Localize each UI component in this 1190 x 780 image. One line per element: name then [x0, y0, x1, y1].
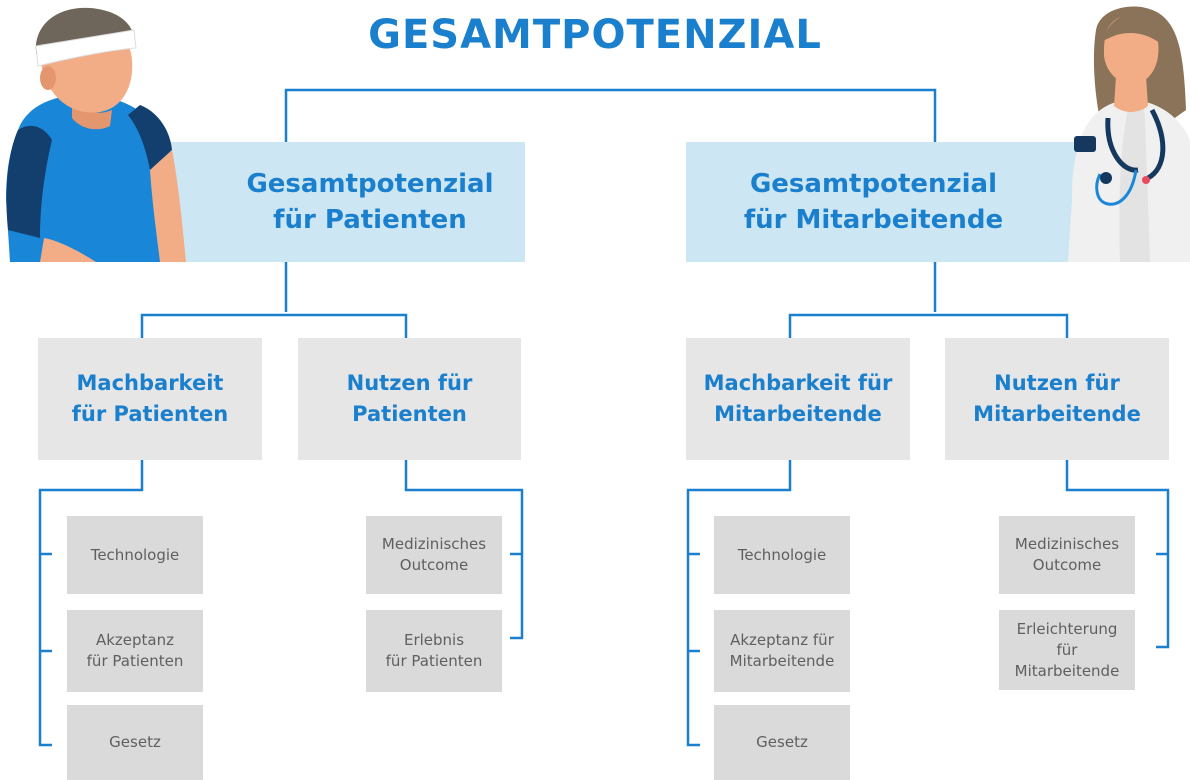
staff-branch [788, 313, 1069, 338]
patient-illustration-icon [6, 7, 186, 262]
staff-benefit-item: Medizinisches Outcome [999, 516, 1135, 594]
staff-feasibility-box: Machbarkeit für Mitarbeitende [686, 338, 910, 460]
staff-feasibility-bracket [686, 460, 792, 747]
patients-feasibility-item: Technologie [67, 516, 203, 594]
patients-benefit-item: Medizinisches Outcome [366, 516, 502, 594]
staff-feasibility-item: Gesetz [714, 705, 850, 780]
patients-feasibility-box: Machbarkeit für Patienten [38, 338, 262, 460]
item-label: Gesetz [109, 733, 161, 751]
page-title: GESAMTPOTENZIAL [368, 12, 822, 58]
patients-feasibility-label: Machbarkeit für Patienten [71, 371, 229, 426]
patients-total-potential-label: Gesamtpotenzial für Patienten [246, 169, 494, 235]
patients-total-potential-box: Gesamtpotenzial für Patienten [160, 142, 525, 262]
patients-branch [140, 313, 408, 338]
item-label: Medizinisches Outcome [1014, 535, 1120, 574]
staff-feasibility-item: Akzeptanz für Mitarbeitende [714, 610, 850, 692]
staff-benefit-item: Erleichterung für Mitarbeitende [999, 610, 1135, 690]
staff-total-potential-label: Gesamtpotenzial für Mitarbeitende [743, 169, 1004, 235]
item-label: Medizinisches Outcome [381, 535, 487, 574]
staff-feasibility-label: Machbarkeit für Mitarbeitende [703, 371, 893, 426]
staff-benefit-label: Nutzen für Mitarbeitende [973, 371, 1141, 426]
patients-feasibility-item: Akzeptanz für Patienten [67, 610, 203, 692]
item-label: Technologie [90, 545, 180, 564]
staff-feasibility-item: Technologie [714, 516, 850, 594]
item-label: Akzeptanz für Patienten [86, 631, 184, 670]
staff-benefit-bracket [1065, 460, 1170, 649]
item-label: Gesetz [756, 733, 808, 751]
item-label: Erlebnis für Patienten [385, 631, 483, 670]
patients-benefit-box: Nutzen für Patienten [298, 338, 521, 460]
patients-feasibility-bracket [38, 460, 144, 747]
patients-feasibility-item: Gesetz [67, 705, 203, 780]
item-label: Technologie [737, 545, 827, 564]
patients-benefit-item: Erlebnis für Patienten [366, 610, 502, 692]
patients-benefit-label: Nutzen für Patienten [346, 371, 473, 426]
patients-benefit-bracket [404, 460, 524, 640]
item-label: Akzeptanz für Mitarbeitende [729, 631, 835, 670]
root-connector [284, 88, 937, 142]
item-label: Erleichterung für Mitarbeitende [1014, 619, 1120, 680]
doctor-illustration-icon [1068, 6, 1190, 262]
staff-benefit-box: Nutzen für Mitarbeitende [945, 338, 1169, 460]
staff-total-potential-box: Gesamtpotenzial für Mitarbeitende [686, 142, 1111, 262]
